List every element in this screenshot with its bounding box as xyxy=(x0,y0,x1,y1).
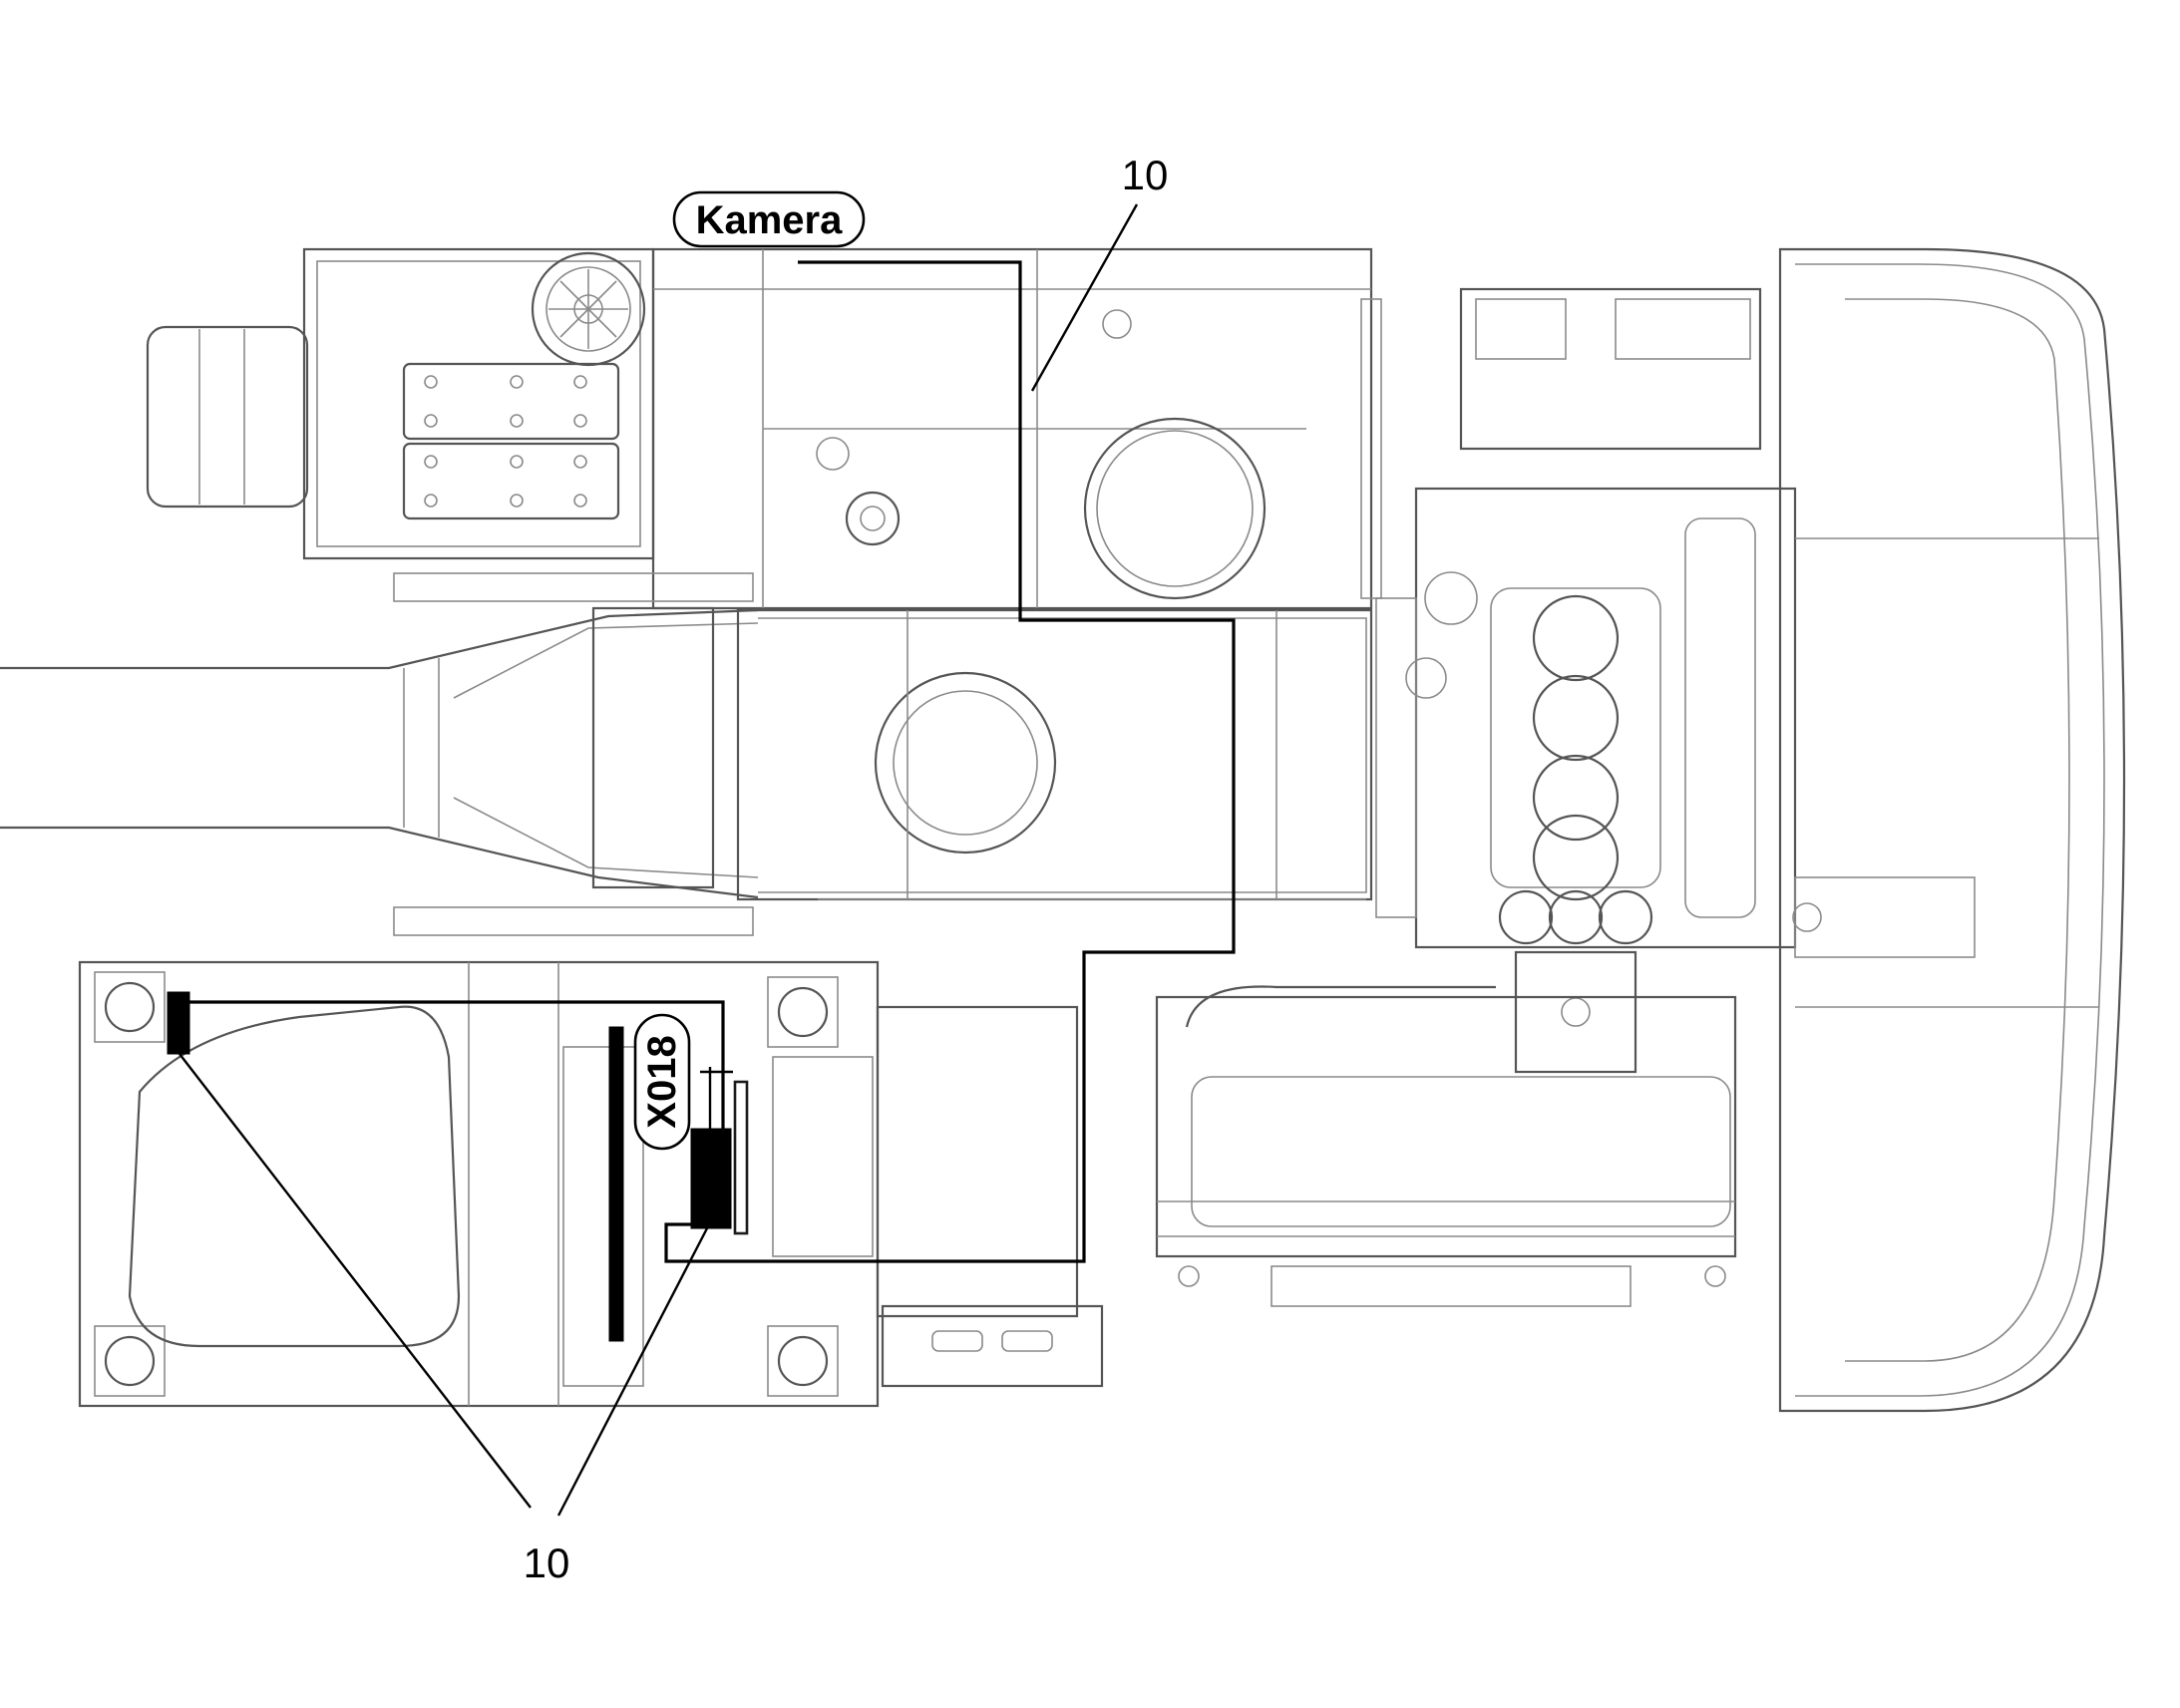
rear-camera-cable-route xyxy=(187,1000,733,1132)
callout-leaders xyxy=(179,203,1139,1517)
x018-connector-housing xyxy=(733,1080,749,1235)
camera-cable-route xyxy=(664,260,1236,1263)
cooler xyxy=(1155,985,1737,1307)
battery-box xyxy=(146,247,655,560)
callout-number-bottom: 10 xyxy=(524,1539,570,1586)
boom xyxy=(0,572,759,936)
counterweight xyxy=(1778,247,2126,1413)
tank-area xyxy=(651,247,1382,610)
callout-number-top: 10 xyxy=(1122,152,1169,198)
camera-label: Kamera xyxy=(672,190,866,248)
connector-label: X018 xyxy=(633,1013,691,1151)
engine xyxy=(1375,287,1797,1074)
x018-connector-block xyxy=(690,1128,732,1229)
machine-outline xyxy=(0,247,2126,1413)
camera-label-text: Kamera xyxy=(696,198,844,242)
harness-bar xyxy=(608,1026,624,1342)
connector-label-text: X018 xyxy=(640,1035,684,1128)
cab-frame xyxy=(78,960,1104,1408)
swing-frame xyxy=(736,608,1373,901)
camera-connector-block xyxy=(167,991,190,1055)
